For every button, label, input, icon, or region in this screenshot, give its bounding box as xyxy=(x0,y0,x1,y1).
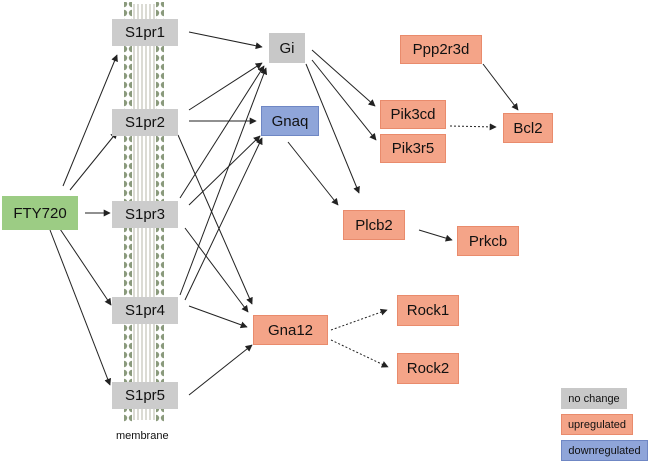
node-prkcb: Prkcb xyxy=(457,226,519,256)
edge-pik3cd-bcl2 xyxy=(449,123,497,131)
node-fty720: FTY720 xyxy=(2,196,78,230)
edge-gi-pik3r5 xyxy=(311,59,377,141)
node-plcb2: Plcb2 xyxy=(343,210,405,240)
node-s1pr2: S1pr2 xyxy=(112,109,178,136)
node-rock1: Rock1 xyxy=(397,295,459,326)
edge-s1pr3-gi xyxy=(179,65,265,199)
node-s1pr5: S1pr5 xyxy=(112,382,178,409)
node-gnaq: Gnaq xyxy=(261,106,319,136)
node-s1pr4: S1pr4 xyxy=(112,297,178,324)
edge-s1pr5-gna12 xyxy=(188,344,253,396)
node-bcl2: Bcl2 xyxy=(503,113,553,143)
edge-s1pr4-gna12 xyxy=(188,305,248,329)
node-ppp2r3d: Ppp2r3d xyxy=(400,35,482,64)
legend-downregulated: downregulated xyxy=(561,440,648,461)
node-s1pr3: S1pr3 xyxy=(112,201,178,228)
edge-fty720-s1pr2 xyxy=(69,131,118,191)
edge-s1pr2-gi xyxy=(188,62,263,111)
edge-s1pr3-gnaq xyxy=(188,135,261,206)
edge-fty720-s1pr5 xyxy=(49,229,111,386)
legend-upregulated: upregulated xyxy=(561,414,633,435)
node-pik3r5: Pik3r5 xyxy=(380,134,446,163)
edge-s1pr4-gnaq xyxy=(184,137,263,301)
membrane-label: membrane xyxy=(116,430,169,442)
legend-no-change: no change xyxy=(561,388,627,409)
edge-s1pr1-gi xyxy=(188,31,263,50)
edge-fty720-s1pr4 xyxy=(57,225,112,306)
edge-fty720-s1pr1 xyxy=(62,54,118,187)
edge-gna12-rock2 xyxy=(330,339,389,368)
edge-gi-pik3cd xyxy=(311,49,376,107)
node-rock2: Rock2 xyxy=(397,353,459,384)
node-pik3cd: Pik3cd xyxy=(380,100,446,129)
edge-s1pr3-gna12 xyxy=(184,227,249,313)
edge-s1pr2-gna12 xyxy=(177,134,253,305)
edge-gi-plcb2 xyxy=(305,63,360,194)
edge-s1pr4-gi xyxy=(179,67,268,296)
edge-ppp2r3d-bcl2 xyxy=(482,63,519,111)
edge-gnaq-plcb2 xyxy=(287,141,339,206)
node-gi: Gi xyxy=(269,33,305,63)
edge-plcb2-prkcb xyxy=(418,229,453,242)
node-gna12: Gna12 xyxy=(253,315,328,345)
node-s1pr1: S1pr1 xyxy=(112,19,178,46)
edge-gna12-rock1 xyxy=(330,308,388,331)
